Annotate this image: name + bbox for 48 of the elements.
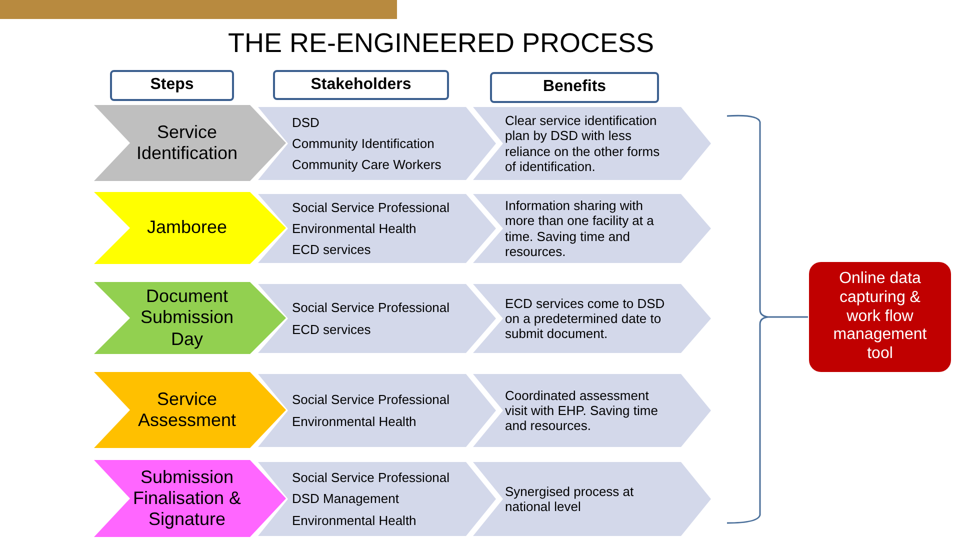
stakeholder-label: Environmental Health bbox=[292, 512, 418, 528]
stakeholder-label: Community Identification bbox=[292, 136, 436, 152]
step-band bbox=[94, 105, 286, 181]
stakeholder-label: ECD services bbox=[292, 322, 372, 337]
stakeholder-band bbox=[258, 194, 496, 263]
title: THE RE-ENGINEERED PROCESS bbox=[228, 28, 654, 59]
benefit-text: Coordinated assessment visit with EHP. Saving time and resources. bbox=[505, 388, 659, 434]
stakeholder-label: Community Care Workers bbox=[292, 157, 442, 172]
step-label: Jamboree bbox=[146, 217, 228, 239]
stakeholder-label: ECD services bbox=[292, 242, 372, 258]
column-header bbox=[273, 70, 449, 100]
step-label: Document Submission Day bbox=[139, 286, 235, 350]
header-label: Benefits bbox=[542, 78, 608, 97]
stakeholder-label: Environmental Health bbox=[292, 220, 418, 236]
stakeholder-label: Social Service Professional bbox=[292, 470, 451, 486]
benefit-band bbox=[473, 374, 711, 447]
step-band bbox=[94, 460, 286, 537]
step-label: Submission Finalisation & Signature bbox=[132, 466, 242, 530]
stakeholder-label: Social Service Professional bbox=[292, 200, 451, 215]
benefit-band bbox=[473, 194, 711, 263]
benefit-text: Synergised process at national level bbox=[505, 484, 635, 514]
benefit-band bbox=[473, 284, 711, 353]
tool-label: Online data capturing & work flow management tool bbox=[832, 270, 928, 364]
column-header bbox=[110, 70, 234, 101]
stakeholder-label: Social Service Professional bbox=[292, 300, 451, 316]
stakeholder-band bbox=[258, 107, 496, 180]
benefit-text: Information sharing with more than one facility at a time. Saving time and resources. bbox=[505, 198, 655, 260]
step-label: Service Identification bbox=[135, 122, 239, 164]
stakeholder-label: DSD Management bbox=[292, 491, 400, 507]
top-bar bbox=[0, 0, 397, 19]
benefit-text: Clear service identification plan by DSD with less reliance on the other forms of identification. bbox=[505, 112, 661, 174]
step-band bbox=[94, 372, 286, 448]
header-label: Steps bbox=[149, 76, 195, 95]
benefit-band bbox=[473, 107, 711, 180]
column-header bbox=[490, 72, 659, 103]
stakeholder-label: Social Service Professional bbox=[292, 392, 451, 408]
step-label: Service Assessment bbox=[136, 388, 238, 432]
step-band bbox=[94, 282, 286, 354]
stakeholder-label: Environmental Health bbox=[292, 414, 418, 429]
benefit-text: ECD services come to DSD on a predetermined date to submit document. bbox=[505, 296, 666, 342]
stakeholder-label: DSD bbox=[292, 114, 320, 130]
header-label: Stakeholders bbox=[310, 76, 412, 94]
tool-box bbox=[809, 262, 951, 372]
stakeholder-band bbox=[258, 284, 496, 353]
step-band bbox=[94, 192, 286, 264]
benefit-band bbox=[473, 462, 711, 536]
stakeholder-band bbox=[258, 374, 496, 447]
stakeholder-band bbox=[258, 462, 496, 536]
